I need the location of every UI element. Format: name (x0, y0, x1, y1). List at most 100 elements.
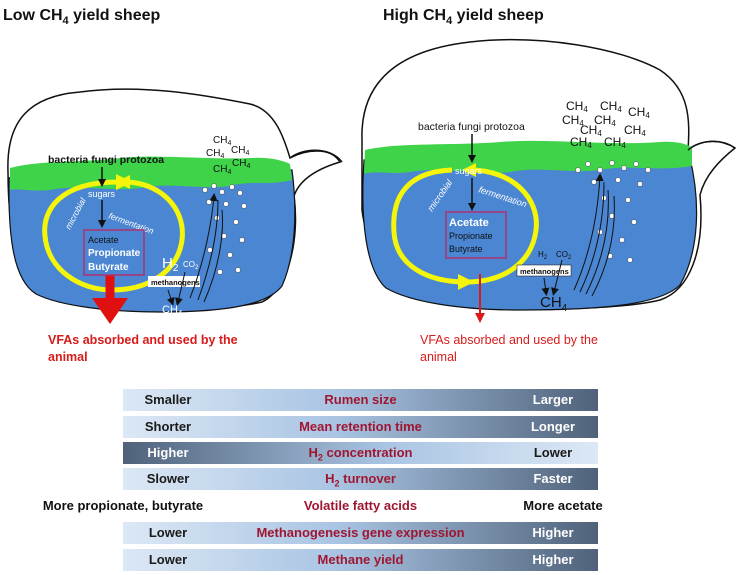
right-microbes-label: bacteria fungi protozoa (418, 121, 525, 133)
row-high-label: More acetate (523, 498, 603, 513)
left-absorption-arrowhead (92, 298, 128, 324)
left-panel: Low CH4 yield sheep bacteria fungi proto… (3, 7, 343, 364)
row-low-label: Lower (148, 525, 188, 540)
right-h2-label: H2 (538, 250, 548, 261)
right-vfa-butyrate: Butyrate (449, 244, 483, 254)
left-vfa-propionate: Propionate (88, 248, 141, 259)
row-trait-text: Rumen size (324, 392, 397, 407)
row-trait-label: Methanogenesis gene expression (123, 525, 598, 540)
left-microbes-label: bacteria fungi protozoa (48, 154, 164, 166)
left-ch4-cloud: CH4 CH4 CH4 CH4 CH4 (206, 135, 250, 176)
left-ch4-sub: 4 (178, 309, 183, 318)
left-ch4-product: CH4 (162, 304, 183, 318)
right-cycle-arrowhead (458, 274, 474, 290)
left-gas-bubbles (202, 183, 247, 275)
right-ch4-cloud-4: CH4 (562, 113, 584, 128)
left-title-pre: Low CH (3, 7, 63, 24)
right-ingesta-mat (364, 140, 692, 174)
row-high-label: Larger (532, 392, 574, 407)
row-high-label: Lower (533, 445, 573, 460)
left-co2-main: CO (183, 260, 195, 269)
row-trait-text: H (308, 445, 318, 460)
left-ch4-cloud-2: CH4 (206, 148, 224, 160)
right-vfa-box (445, 211, 507, 259)
right-co2-sub: 2 (568, 255, 572, 261)
row-trait-label: H2 turnover (123, 471, 598, 489)
right-vfa-acetate: Acetate (449, 217, 489, 229)
left-caption-line2: animal (48, 350, 88, 364)
row-trait-text: H (325, 471, 335, 486)
right-ch4-cloud-6: CH4 (580, 123, 602, 138)
right-title-pre: High CH (383, 7, 446, 24)
left-co2-to-ch4-arrow (175, 271, 186, 306)
left-ch4-cloud-5: CH4 (213, 164, 231, 176)
left-ingesta-mat (10, 156, 292, 191)
right-co2-to-ch4-arrow (551, 259, 563, 296)
right-caption-line2: animal (420, 350, 457, 364)
row-trait-text: Methane yield (317, 552, 404, 567)
row-low-label: Shorter (144, 419, 192, 434)
row-low-label: Lower (148, 552, 188, 567)
right-h2-sub: 2 (544, 255, 548, 261)
right-vfa-propionate: Propionate (449, 231, 493, 241)
row-trait-text: Volatile fatty acids (303, 498, 418, 513)
right-h2-main: H (538, 250, 544, 259)
right-gas-paths (573, 173, 615, 297)
right-gas-bubbles (575, 160, 651, 263)
right-title-post: yield sheep (452, 7, 544, 24)
left-caption-line1: VFAs absorbed and used by the (48, 333, 238, 347)
row-trait-label: Rumen size (123, 392, 598, 407)
row-trait-subscript: 2 (317, 452, 323, 463)
row-high-label: Longer (530, 419, 576, 434)
left-vfa-box (83, 229, 145, 276)
row-trait-text: Mean retention time (299, 419, 422, 434)
right-caption-line1: VFAs absorbed and used by the (420, 333, 598, 347)
right-title: High CH4 yield sheep (383, 7, 544, 27)
right-sugars-label: sugars (455, 166, 483, 176)
left-ch4-cloud-4: CH4 (232, 158, 250, 170)
comparison-row: More propionate, butyrate Volatile fatty … (43, 495, 603, 517)
row-trait-label: Methane yield (123, 552, 598, 567)
row-high-label: Faster (533, 471, 573, 486)
right-ch4-cloud-3: CH4 (628, 105, 650, 120)
left-vfa-butyrate: Butyrate (88, 262, 129, 273)
right-ch4-cloud-9: CH4 (604, 135, 626, 150)
right-ch4-main: CH (540, 294, 562, 311)
right-methanogens-box (516, 264, 572, 277)
row-low-label: Smaller (144, 392, 192, 407)
row-low-label: More propionate, butyrate (42, 498, 204, 513)
left-rumen-liquid (8, 169, 296, 313)
right-ch4-cloud: CH4 CH4 CH4 CH4 CH4 CH4 CH4 CH4 CH4 (562, 99, 650, 150)
right-methanogens-label: methanogens (520, 267, 569, 276)
row-trait-label: Mean retention time (123, 419, 598, 434)
left-ch4-main: CH (162, 304, 178, 316)
right-co2-main: CO (556, 250, 568, 259)
right-ch4-cloud-5: CH4 (594, 113, 616, 128)
row-trait-text-post: concentration (322, 445, 413, 460)
right-ch4-cloud-8: CH4 (570, 135, 592, 150)
row-trait-label: Volatile fatty acids (123, 498, 598, 513)
left-h2-main: H (162, 255, 173, 272)
right-neck (687, 140, 736, 151)
right-ch4-cloud-2: CH4 (600, 99, 622, 114)
left-cycle-arrowhead (116, 174, 132, 190)
row-low-label: Slower (146, 471, 190, 486)
row-trait-text-post: turnover (339, 471, 396, 486)
left-h2-to-ch4-arrow (166, 289, 175, 306)
right-ch4-product: CH4 (540, 294, 568, 314)
left-co2-label: CO2 (183, 260, 199, 271)
left-vfa-acetate: Acetate (88, 235, 119, 245)
row-trait-text: Methanogenesis gene expression (256, 525, 465, 540)
left-methanogens-label: methanogens (151, 278, 200, 287)
right-co2-label: CO2 (556, 250, 572, 261)
left-co2-sub: 2 (195, 265, 199, 271)
right-h2-to-ch4-arrow (541, 277, 550, 296)
right-ch4-sub: 4 (562, 303, 568, 314)
left-gas-paths (189, 193, 223, 303)
right-ch4-cloud-7: CH4 (624, 123, 646, 138)
